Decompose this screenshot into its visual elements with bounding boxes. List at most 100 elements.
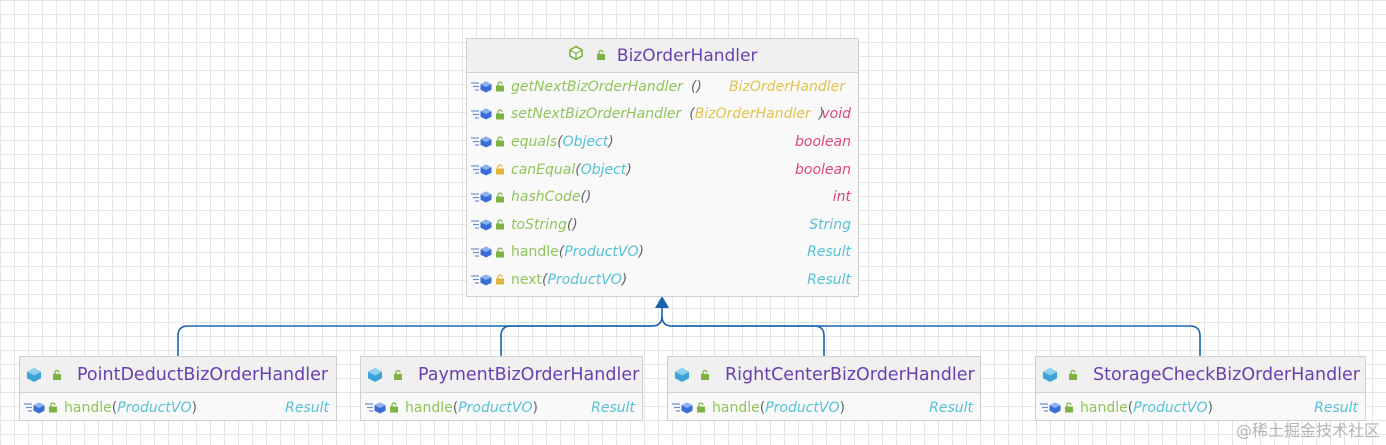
public-lock-icon	[496, 109, 504, 120]
method-cube-icon	[33, 402, 45, 413]
public-lock-icon	[496, 192, 504, 203]
method-cube-icon	[681, 402, 693, 413]
method-row-canEqual[interactable]: canEqual(Object) boolean	[467, 156, 858, 184]
method-name: handle	[1080, 399, 1128, 416]
class-visibility-icons	[568, 45, 607, 66]
connector-rightcenter	[661, 315, 825, 356]
method-row-handle[interactable]: handle(ProductVO) Result	[668, 393, 980, 422]
public-lock-icon	[496, 219, 504, 230]
param-type: ProductVO	[117, 399, 192, 416]
close-paren: )	[621, 271, 628, 288]
public-lock-icon	[53, 369, 61, 380]
class-name: PaymentBizOrderHandler	[418, 364, 640, 385]
close-paren: )	[608, 133, 614, 150]
method-lines-icon	[471, 220, 479, 229]
open-paren: (	[558, 244, 565, 261]
open-paren: (	[759, 399, 766, 416]
param-type: Object	[562, 133, 609, 150]
return-type: Result	[807, 271, 851, 288]
public-lock-icon	[49, 402, 57, 413]
method-lines-icon	[365, 403, 373, 412]
method-icons	[1040, 402, 1074, 414]
method-cube-icon	[480, 81, 492, 93]
param-type: ProductVO	[564, 244, 639, 261]
method-row-getNextBizOrderHandler[interactable]: getNextBizOrderHandler() BizOrderHandler	[467, 73, 858, 101]
method-cube-icon	[480, 219, 492, 231]
class-box-paymentbizorderhandler[interactable]: PaymentBizOrderHandler handle(ProductVO)…	[360, 356, 643, 421]
method-row-setNextBizOrderHandler[interactable]: setNextBizOrderHandler(BizOrderHandler) …	[467, 101, 858, 129]
method-row-equals[interactable]: equals(Object) boolean	[467, 128, 858, 156]
public-lock-icon	[390, 402, 398, 413]
close-paren: )	[638, 244, 644, 261]
method-icons	[471, 136, 505, 148]
method-row-handle[interactable]: handle(ProductVO) Result	[1036, 393, 1365, 422]
method-lines-icon	[471, 110, 479, 119]
empty-parens: ()	[690, 78, 702, 95]
public-lock-icon	[697, 402, 705, 413]
param-type: ProductVO	[458, 399, 533, 416]
return-type: Result	[929, 399, 973, 416]
open-paren: (	[557, 133, 563, 150]
method-row-next[interactable]: next(ProductVO) Result	[467, 266, 858, 294]
return-type: Result	[807, 244, 851, 261]
method-name: handle	[712, 399, 760, 416]
close-paren: )	[191, 399, 197, 416]
method-cube-icon	[480, 164, 492, 176]
close-paren: )	[626, 161, 632, 178]
class-box-bizorderhandler[interactable]: BizOrderHandler getNextBizOrderHandler()…	[466, 38, 859, 297]
param-type: Object	[580, 161, 627, 178]
method-icons	[471, 191, 505, 203]
method-name: handle	[405, 399, 453, 416]
method-icons	[365, 402, 399, 414]
method-name: equals	[511, 133, 558, 150]
class-icon	[368, 367, 382, 382]
method-icons	[471, 274, 505, 286]
method-name: hashCode	[511, 189, 581, 206]
class-header: BizOrderHandler	[467, 39, 858, 73]
class-box-rightcenterbizorderhandler[interactable]: RightCenterBizOrderHandler handle(Produc…	[667, 356, 981, 421]
class-icon	[1043, 367, 1057, 382]
method-cube-icon	[480, 191, 492, 203]
method-row-hashCode[interactable]: hashCode() int	[467, 183, 858, 211]
protected-lock-icon	[496, 164, 504, 175]
class-box-storagecheckbizorderhandler[interactable]: StorageCheckBizOrderHandler handle(Produ…	[1035, 356, 1366, 421]
public-lock-icon	[496, 247, 504, 258]
method-icons	[672, 402, 706, 414]
protected-lock-icon	[496, 274, 504, 285]
connector-storagecheck	[672, 325, 1201, 356]
connector-pointdeduct	[177, 306, 663, 356]
method-icons	[471, 81, 505, 93]
return-type: Result	[285, 399, 329, 416]
method-cube-icon	[480, 246, 492, 258]
method-lines-icon	[471, 82, 479, 91]
method-cube-icon	[480, 136, 492, 148]
method-row-handle[interactable]: handle(ProductVO) Result	[467, 239, 858, 267]
method-name: handle	[511, 244, 559, 261]
public-lock-icon	[1069, 369, 1077, 380]
empty-parens: ()	[566, 216, 578, 233]
method-row-handle[interactable]: handle(ProductVO) Result	[20, 393, 336, 422]
method-row-handle[interactable]: handle(ProductVO) Result	[361, 393, 642, 422]
method-name: setNextBizOrderHandler	[511, 106, 682, 123]
connector-payment	[500, 325, 652, 356]
method-icons	[471, 164, 505, 176]
public-lock-icon	[496, 81, 504, 92]
open-paren: (	[575, 161, 581, 178]
method-row-toString[interactable]: toString() String	[467, 211, 858, 239]
open-paren: (	[1127, 399, 1134, 416]
open-paren: (	[689, 106, 695, 123]
class-visibility-icons	[26, 367, 63, 383]
class-header: PointDeductBizOrderHandler	[20, 357, 336, 393]
inheritance-arrowhead	[655, 296, 669, 308]
public-lock-icon	[701, 369, 709, 380]
method-icons	[471, 219, 505, 231]
method-name: next	[511, 271, 543, 288]
class-box-pointdeductbizorderhandler[interactable]: PointDeductBizOrderHandler handle(Produc…	[19, 356, 337, 421]
method-name: canEqual	[511, 161, 576, 178]
method-lines-icon	[672, 403, 680, 412]
method-icons	[24, 402, 58, 414]
method-lines-icon	[1040, 403, 1048, 412]
class-name: RightCenterBizOrderHandler	[725, 364, 975, 385]
return-type: Result	[591, 399, 635, 416]
